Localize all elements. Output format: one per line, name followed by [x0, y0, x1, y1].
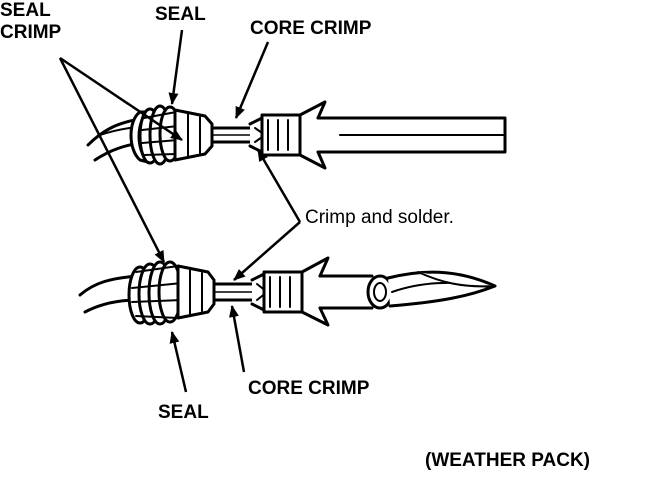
seal-bottom-label: SEAL: [158, 402, 209, 423]
arrow-core-crimp-top: [234, 41, 270, 119]
core-crimp-top-label: CORE CRIMP: [250, 18, 372, 39]
bottom-terminal-body: [262, 256, 497, 327]
arrow-seal-top: [168, 29, 184, 105]
crimp-and-solder-label: Crimp and solder.: [305, 207, 454, 228]
arrow-seal-bottom: [169, 331, 188, 393]
top-terminal-body: [260, 100, 507, 170]
top-crimp-barrel: [173, 108, 214, 162]
seal-crimp-label: SEAL CRIMP: [0, 0, 62, 43]
top-terminal-assembly: [86, 100, 507, 170]
arrow-seal-crimp-top: [59, 56, 183, 142]
seal-top-label: SEAL: [155, 4, 206, 25]
bottom-terminal-assembly: [78, 256, 497, 327]
arrow-crimp-solder-top: [256, 149, 302, 223]
weather-pack-caption: (WEATHER PACK): [425, 450, 590, 471]
bottom-seal: [127, 260, 183, 326]
bottom-crimp-barrel: [176, 264, 216, 320]
arrow-crimp-solder-bottom: [233, 221, 301, 281]
arrow-seal-crimp-bottom: [58, 57, 166, 263]
leader-arrows: [58, 29, 302, 393]
arrow-core-crimp-bottom: [229, 305, 246, 373]
core-crimp-bottom-label: CORE CRIMP: [248, 378, 370, 399]
